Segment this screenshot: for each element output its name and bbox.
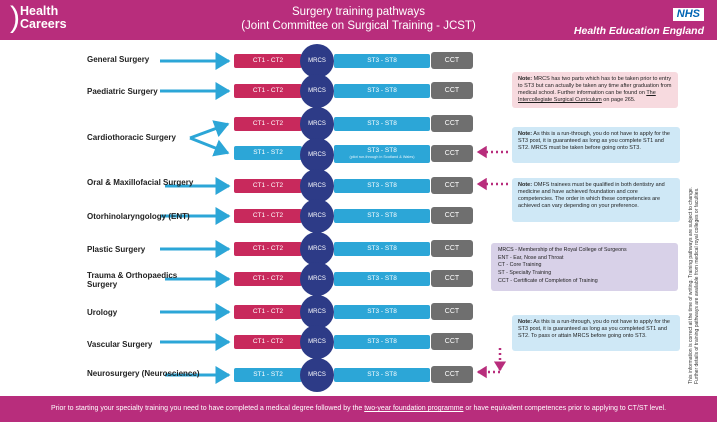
mrcs-circle: MRCS <box>300 295 334 329</box>
nhs-badge: NHS <box>672 8 704 21</box>
note-tail: on page 265. <box>601 97 636 103</box>
foundation-programme-link[interactable]: two-year foundation programme <box>364 405 464 412</box>
st-box: ST3 - ST8 <box>334 117 430 131</box>
footer-text: Prior to starting your specialty trainin… <box>0 405 717 412</box>
specialty-trauma-orthopaedics: Trauma & Orthopaedics Surgery <box>87 271 178 289</box>
mrcs-circle: MRCS <box>300 325 334 359</box>
ct-box: CT1 - CT2 <box>234 54 302 68</box>
st1-box: ST1 - ST2 <box>234 146 302 160</box>
footer-post: or have equivalent competences prior to … <box>463 405 667 412</box>
header-bar: ) Health Careers Surgery training pathwa… <box>0 0 717 40</box>
st-box: ST3 - ST8 <box>334 368 430 382</box>
glossary-item: ST - Specialty Training <box>498 270 552 277</box>
cct-box: CCT <box>431 270 473 287</box>
specialty-oral-maxillofacial-surgery: Oral & Maxillofacial Surgery <box>87 178 194 187</box>
note-text: MRCS has two parts which has to be taken… <box>518 76 672 96</box>
mrcs-circle: MRCS <box>300 107 334 141</box>
specialty-general-surgery: General Surgery <box>87 55 150 64</box>
st-box: ST3 - ST8 <box>334 305 430 319</box>
st-box: ST3 - ST8 <box>334 54 430 68</box>
mrcs-circle: MRCS <box>300 262 334 296</box>
st-box: ST3 - ST8 <box>334 272 430 286</box>
pilot-caption: (pilot run-through in Scotland & Wales) <box>349 155 415 159</box>
specialty-urology: Urology <box>87 308 118 317</box>
cct-box: CCT <box>431 333 473 350</box>
st1-box: ST1 - ST2 <box>234 368 302 382</box>
nhs-org-name: Health Education England <box>573 25 704 37</box>
cct-box: CCT <box>431 207 473 224</box>
cct-box: CCT <box>431 145 473 162</box>
specialty-cardiothoracic-surgery: Cardiothoracic Surgery <box>87 133 176 142</box>
mrcs-circle: MRCS <box>300 199 334 233</box>
specialty-plastic-surgery: Plastic Surgery <box>87 245 146 254</box>
ct-box: CT1 - CT2 <box>234 209 302 223</box>
footer-bar: Prior to starting your specialty trainin… <box>0 396 717 422</box>
cct-box: CCT <box>431 240 473 257</box>
note-text: As this is a run-through, you do not hav… <box>518 131 670 151</box>
ct-box: CT1 - CT2 <box>234 179 302 193</box>
note-text: OMFS trainees must be qualified in both … <box>518 182 665 209</box>
mrcs-circle: MRCS <box>300 232 334 266</box>
glossary-item: ENT - Ear, Nose and Throat <box>498 254 564 261</box>
cct-box: CCT <box>431 366 473 383</box>
mrcs-circle: MRCS <box>300 74 334 108</box>
note-mrcs: Note: MRCS has two parts which has to be… <box>512 72 678 108</box>
note-label: Note: <box>518 76 533 82</box>
mrcs-circle: MRCS <box>300 358 334 392</box>
ct-box: CT1 - CT2 <box>234 335 302 349</box>
page-title: Surgery training pathways (Joint Committ… <box>180 5 537 33</box>
note-label: Note: <box>518 131 533 137</box>
title-line1: Surgery training pathways <box>292 6 425 18</box>
nhs-logo[interactable]: NHS Health Education England <box>574 4 704 38</box>
ct-box: CT1 - CT2 <box>234 305 302 319</box>
logo-brace-icon: ) <box>10 1 20 34</box>
st-box: ST3 - ST8 <box>334 179 430 193</box>
st-box: ST3 - ST8 <box>334 84 430 98</box>
cct-box: CCT <box>431 82 473 99</box>
note-label: Note: <box>518 319 533 325</box>
st-box: ST3 - ST8 <box>334 335 430 349</box>
glossary-item: MRCS - Membership of the Royal College o… <box>498 247 627 253</box>
title-line2: (Joint Committee on Surgical Training - … <box>241 20 476 32</box>
ct-box: CT1 - CT2 <box>234 84 302 98</box>
specialty-vascular-surgery: Vascular Surgery <box>87 340 153 349</box>
st-box-pilot: ST3 - ST8 (pilot run-through in Scotland… <box>334 145 430 163</box>
mrcs-circle: MRCS <box>300 138 334 172</box>
st-box: ST3 - ST8 <box>334 209 430 223</box>
st-box-label: ST3 - ST8 <box>367 147 397 154</box>
note-cardiothoracic-runthrough: Note: As this is a run-through, you do n… <box>512 127 680 163</box>
pathway-arrow <box>189 136 230 157</box>
curriculum-link[interactable]: The Intercollegiate Surgical Curriculum <box>518 90 656 103</box>
ct-box: CT1 - CT2 <box>234 117 302 131</box>
side-disclaimer-line1: This information is correct at the time … <box>688 187 694 384</box>
glossary-item: CCT - Certificate of Completion of Train… <box>498 277 598 284</box>
cct-box: CCT <box>431 303 473 320</box>
footer-pre: Prior to starting your specialty trainin… <box>50 405 365 412</box>
mrcs-circle: MRCS <box>300 44 334 78</box>
ct-box: CT1 - CT2 <box>234 242 302 256</box>
cct-box: CCT <box>431 177 473 194</box>
note-neurosurgery-runthrough: Note: As this is a run-through, you do n… <box>512 315 680 351</box>
specialty-paediatric-surgery: Paediatric Surgery <box>87 87 158 96</box>
specialty-neurosurgery: Neurosurgery (Neuroscience) <box>87 369 200 378</box>
cct-box: CCT <box>431 115 473 132</box>
glossary-box: MRCS - Membership of the Royal College o… <box>491 243 678 291</box>
note-omfs: Note: OMFS trainees must be qualified in… <box>512 178 680 222</box>
side-disclaimer: This information is correct at the time … <box>688 50 700 385</box>
specialty-ent: Otorhinolaryngology (ENT) <box>87 212 190 221</box>
st-box: ST3 - ST8 <box>334 242 430 256</box>
note-label: Note: <box>518 182 533 188</box>
mrcs-circle: MRCS <box>300 169 334 203</box>
cct-box: CCT <box>431 52 473 69</box>
pathway-arrow <box>189 120 230 140</box>
logo-line2: Careers <box>20 17 67 31</box>
logo-line1: Health <box>20 4 59 18</box>
side-disclaimer-line2: Further details of training pathways are… <box>694 188 700 384</box>
glossary-item: CT - Core Training <box>498 262 542 269</box>
ct-box: CT1 - CT2 <box>234 272 302 286</box>
note-text: As this is a run-through, you do not hav… <box>518 319 670 339</box>
